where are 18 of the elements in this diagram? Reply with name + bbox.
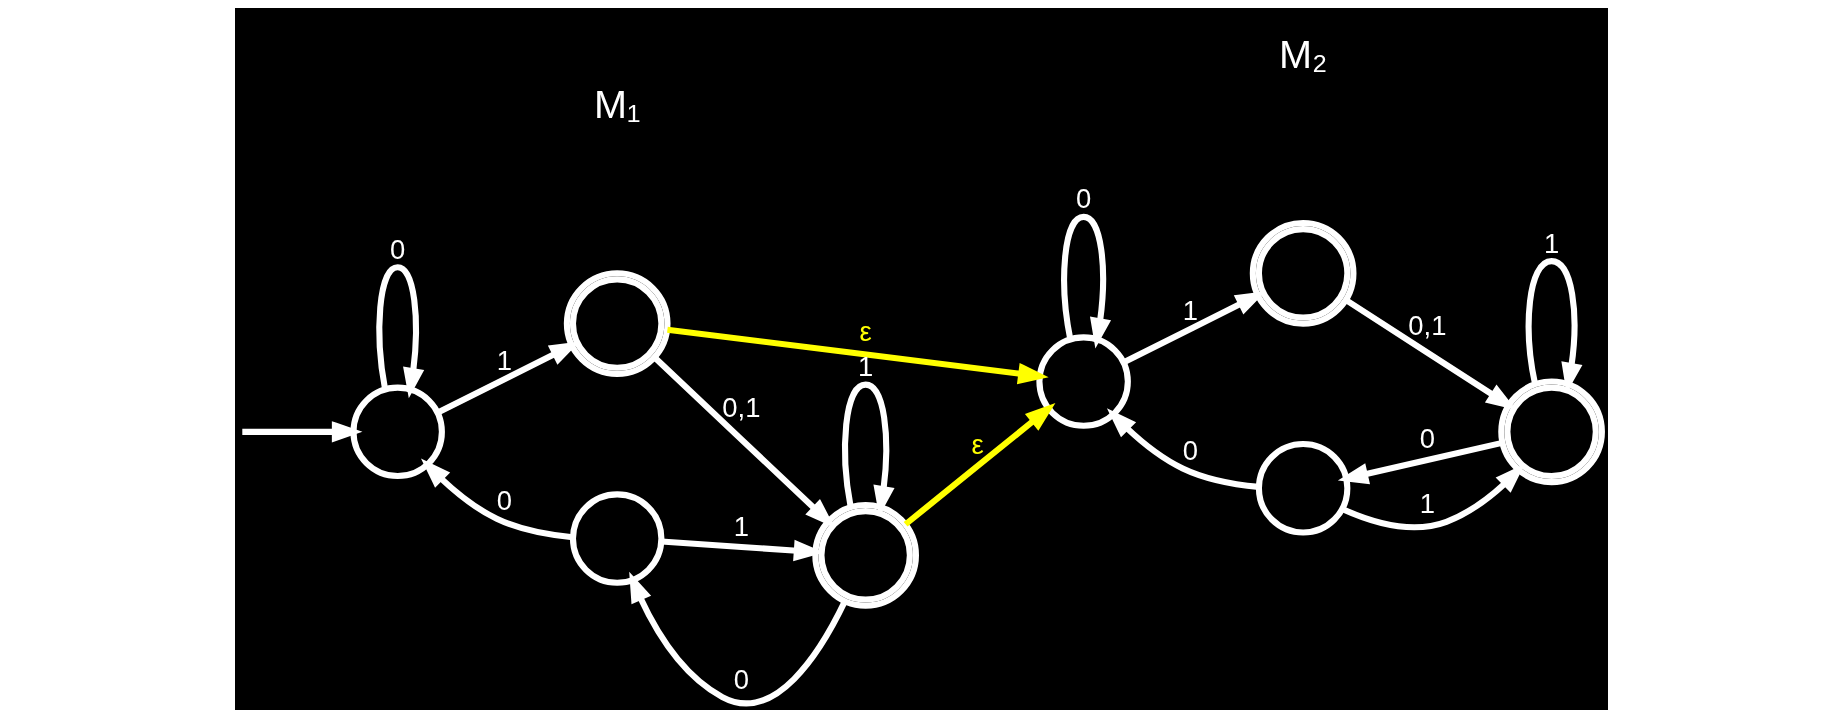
edge-label: ε bbox=[971, 428, 984, 460]
edge-label: 1 bbox=[496, 344, 513, 376]
edge-label: 1 bbox=[1182, 294, 1198, 326]
edge-label: 0 bbox=[733, 663, 750, 695]
edge-label: 1 bbox=[733, 511, 750, 543]
edge-label: 0,1 bbox=[1408, 309, 1447, 341]
label: M₂ bbox=[1278, 31, 1328, 76]
edge-label: 0 bbox=[1076, 183, 1092, 215]
edge-label: 0 bbox=[496, 485, 513, 517]
edge-label: 1 bbox=[1543, 227, 1560, 259]
edge-label: 0 bbox=[390, 233, 406, 265]
edge-label: 1 bbox=[1419, 488, 1435, 520]
edge-label: 1 bbox=[858, 351, 874, 383]
edge-label: 0 bbox=[1419, 422, 1435, 454]
label: M₁ bbox=[593, 82, 641, 127]
edge-label: 0 bbox=[1182, 434, 1198, 466]
edge-label: ε bbox=[859, 316, 872, 347]
edge-label: 0,1 bbox=[722, 392, 761, 424]
